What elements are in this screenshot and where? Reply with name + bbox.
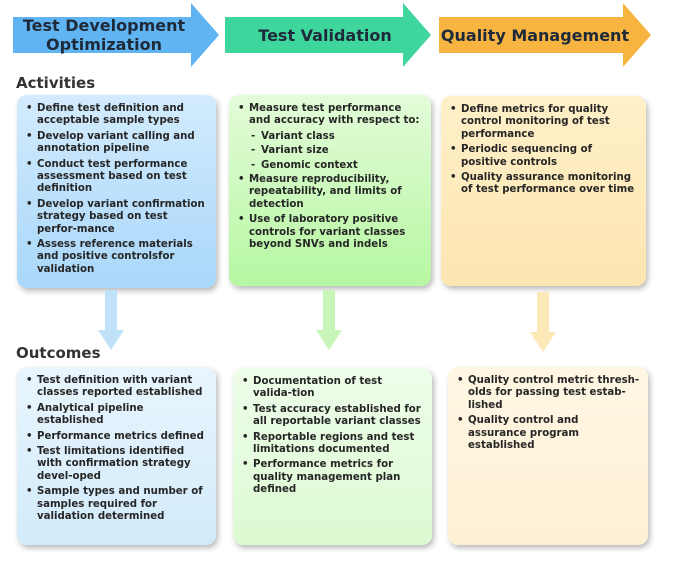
stage-title: Quality Management [440, 25, 630, 45]
sub-list-item: Variant size [249, 145, 423, 158]
list-item: Define metrics for quality control monit… [450, 104, 638, 141]
list-item: Sample types and number of samples requi… [26, 486, 208, 523]
list-item: Quality control metric thresh-olds for p… [457, 375, 640, 412]
sub-list-item: Genomic context [249, 160, 423, 173]
list-item: Measure test performance and accuracy wi… [238, 103, 423, 128]
list-item: Quality assurance monitoring of test per… [450, 172, 638, 197]
down-arrow-test-development [98, 290, 124, 350]
list-item: Conduct test performance assessment base… [26, 159, 208, 196]
list-item: Test limitations identified with confirm… [26, 446, 208, 483]
arrow-shape [13, 3, 219, 67]
activities-label: Activities [16, 74, 96, 92]
list-item: Performance metrics for quality manageme… [242, 459, 424, 496]
activities-box-test-validation: Measure test performance and accuracy wi… [229, 95, 431, 286]
outcomes-box-test-development: Test definition with variant classes rep… [17, 367, 216, 545]
outcomes-list: Quality control metric thresh-olds for p… [456, 375, 640, 452]
outcomes-box-quality-management: Quality control metric thresh-olds for p… [448, 367, 648, 545]
stage-title: Test Development Optimization [22, 16, 186, 54]
list-item: Measure reproducibility, repeatability, … [238, 174, 423, 211]
outcomes-label: Outcomes [16, 344, 101, 362]
list-item: Define test definition and acceptable sa… [26, 103, 208, 128]
stage-arrow-test-validation: Test Validation [225, 3, 431, 67]
list-item: Assess reference materials and positive … [26, 239, 208, 276]
list-item: Periodic sequencing of positive controls [450, 144, 638, 169]
activities-box-quality-management: Define metrics for quality control monit… [441, 96, 646, 286]
down-arrow-test-validation [316, 290, 342, 350]
stage-arrow-quality-management: Quality Management [439, 3, 651, 67]
list-item: Reportable regions and test limitations … [242, 432, 424, 457]
arrow-shape [225, 3, 431, 67]
activities-list: Define test definition and acceptable sa… [25, 103, 208, 276]
list-item: Test accuracy established for all report… [242, 404, 424, 429]
down-arrow-quality-management [530, 292, 556, 352]
list-item: Analytical pipeline established [26, 403, 208, 428]
activities-list: Measure test performance and accuracy wi… [237, 103, 423, 251]
activities-list: Define metrics for quality control monit… [449, 104, 638, 197]
list-item: Develop variant confirmation strategy ba… [26, 199, 208, 236]
list-item: Develop variant calling and annotation p… [26, 131, 208, 156]
list-item: Test definition with variant classes rep… [26, 375, 208, 400]
stage-title: Test Validation [258, 25, 392, 45]
stage-arrow-test-development: Test Development Optimization [13, 3, 219, 67]
outcomes-list: Test definition with variant classes rep… [25, 375, 208, 523]
arrow-shape [439, 3, 651, 67]
sub-list-item: Variant class [249, 131, 423, 144]
list-item: Documentation of test valida-tion [242, 376, 424, 401]
list-item: Use of laboratory positive controls for … [238, 214, 423, 251]
list-item: Quality control and assurance program es… [457, 415, 640, 452]
activities-box-test-development: Define test definition and acceptable sa… [17, 95, 216, 288]
list-item: Performance metrics defined [26, 431, 208, 444]
